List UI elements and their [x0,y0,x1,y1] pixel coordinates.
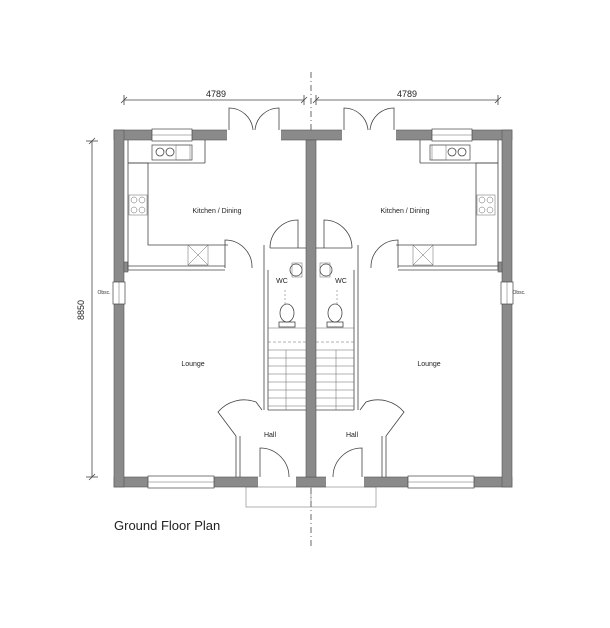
front-door-right [332,447,363,478]
room-label-lounge-right: Lounge [417,361,440,368]
porch-canopy [245,486,377,508]
hall-partition-left [217,399,263,477]
dimension-width-left: 4789 [206,89,226,99]
front-door-left [259,447,290,478]
wc-stairs-left [263,219,306,411]
room-label-wc-left: WC [276,278,288,285]
kitchen-partition-left [123,140,265,273]
kitchen-partition-right [357,140,503,273]
wall-openings [112,128,514,489]
room-label-hall-right: Hall [346,432,359,439]
dimension-depth: 8850 [76,300,86,320]
garden-doors-left [228,107,280,131]
room-label-lounge-left: Lounge [181,361,204,368]
room-label-hall-left: Hall [264,432,277,439]
room-label-kitchen-left: Kitchen / Dining [192,208,241,215]
obscured-window-label-left: Obsc. [97,290,110,296]
hall-partition-right [359,399,405,477]
plan-title: Ground Floor Plan [114,518,221,533]
obscured-window-label-right: Obsc. [512,290,525,296]
dimension-width-right: 4789 [397,89,417,99]
wc-stairs-right [316,219,359,411]
dimension-lines [86,95,502,481]
garden-doors-right [343,107,395,131]
room-label-kitchen-right: Kitchen / Dining [380,208,429,215]
external-walls [113,129,513,488]
room-label-wc-right: WC [335,278,347,285]
